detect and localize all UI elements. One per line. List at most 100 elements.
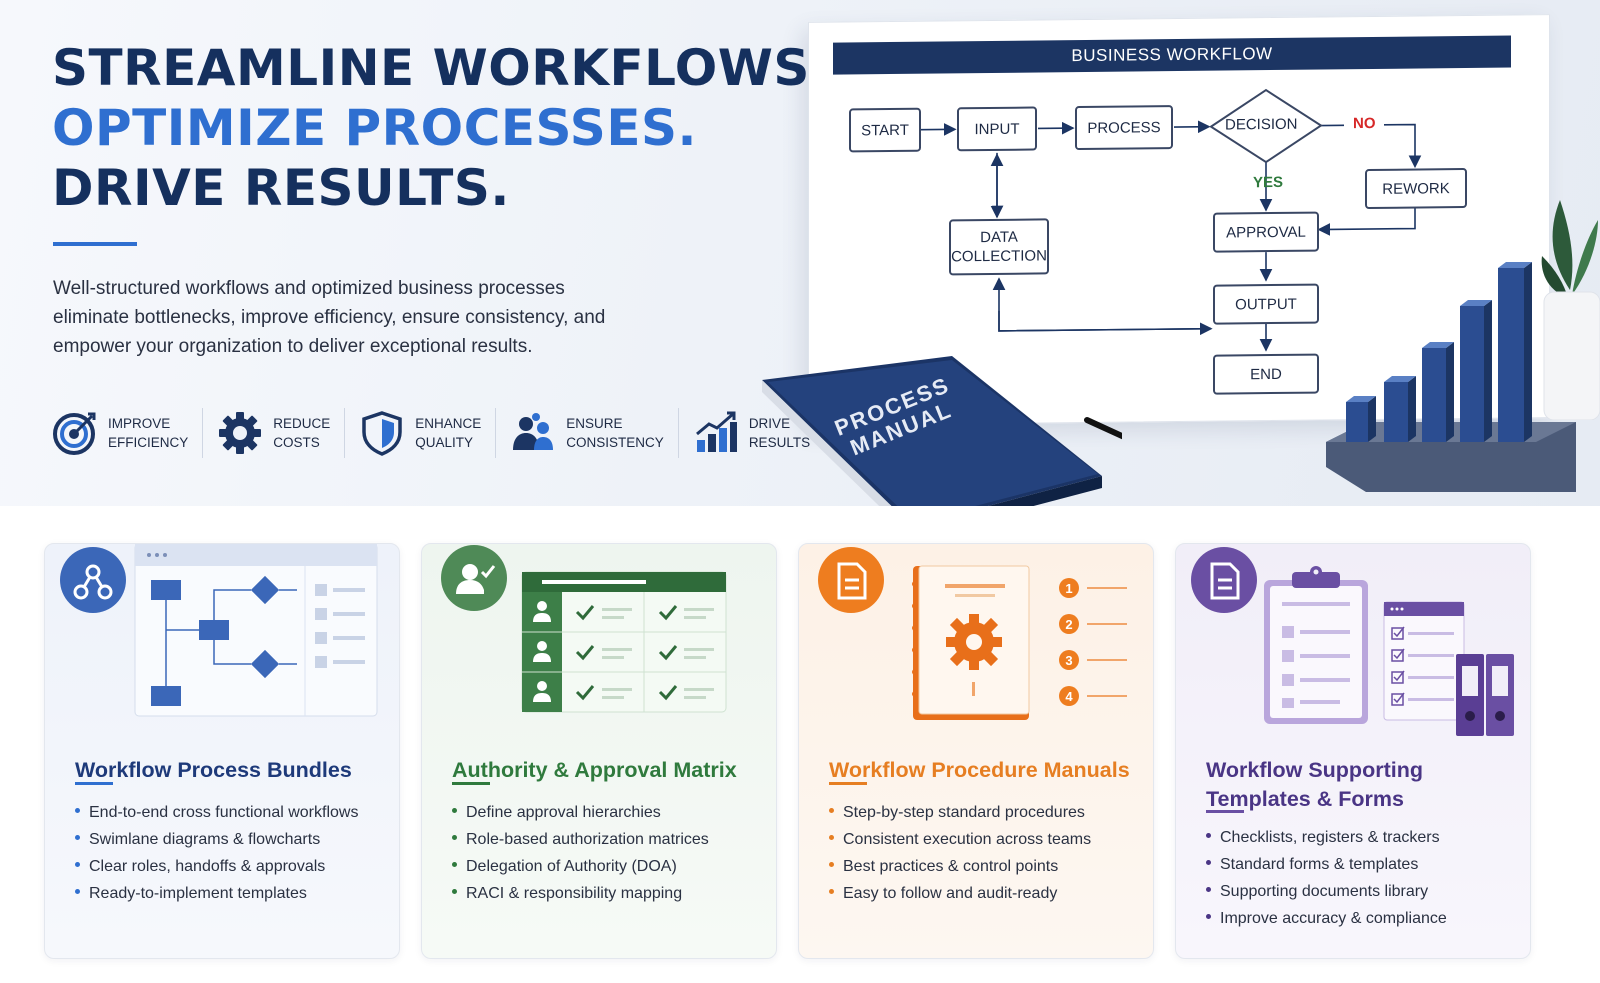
list-item: Define approval hierarchies: [452, 799, 709, 826]
no-branch-label: NO: [1353, 114, 1376, 133]
shield-icon: [362, 411, 403, 456]
list-item: Easy to follow and audit-ready: [829, 880, 1091, 907]
list-item: Swimlane diagrams & flowcharts: [75, 826, 358, 853]
flow-node-rework: REWORK: [1365, 167, 1467, 210]
step-number-2: 2: [1065, 617, 1072, 632]
list-item: End-to-end cross functional workflows: [75, 799, 358, 826]
flow-node-output: OUTPUT: [1213, 283, 1319, 325]
benefit-enhance-quality: ENHANCE QUALITY: [359, 408, 497, 458]
card-title: Workflow Supporting Templates & Forms: [1206, 756, 1516, 814]
list-item-text: RACI & responsibility mapping: [466, 885, 683, 902]
flow-node-input: INPUT: [957, 106, 1037, 152]
user-check-icon: [456, 564, 484, 594]
list-item-text: Consistent execution across teams: [843, 831, 1092, 848]
plant-decor: [1541, 200, 1600, 420]
card-title-rule: [452, 782, 490, 785]
benefit-ensure-consistency: ENSURE CONSISTENCY: [510, 408, 679, 458]
flow-node-end: END: [1213, 353, 1319, 395]
step-number-4: 4: [1065, 689, 1073, 704]
templates-forms-illustration: [1191, 547, 1514, 736]
list-item: Best practices & control points: [829, 853, 1091, 880]
card-title-rule: [1206, 810, 1244, 813]
list-item: Supporting documents library: [1206, 878, 1447, 905]
card-feature-list: End-to-end cross functional workflows Sw…: [75, 799, 358, 907]
process-manual-book: [762, 356, 1122, 506]
list-item-text: Delegation of Authority (DOA): [466, 858, 677, 875]
team-icon: [513, 413, 554, 450]
list-item-text: Ready-to-implement templates: [89, 885, 307, 902]
headline: STREAMLINE WORKFLOWS. OPTIMIZE PROCESSES…: [52, 38, 829, 218]
headline-line-1: STREAMLINE WORKFLOWS.: [52, 39, 830, 97]
list-item: Ready-to-implement templates: [75, 880, 358, 907]
list-item-text: Supporting documents library: [1220, 883, 1429, 900]
flow-node-start: START: [849, 107, 921, 153]
list-item: Improve accuracy & compliance: [1206, 905, 1447, 932]
procedure-manual-illustration: 1 2 3 4: [818, 547, 1127, 720]
headline-divider: [53, 242, 137, 246]
data-collection-line-1: DATA: [980, 228, 1018, 247]
card-feature-list: Step-by-step standard procedures Consist…: [829, 799, 1091, 907]
list-item: Clear roles, handoffs & approvals: [75, 853, 358, 880]
target-icon: [53, 412, 96, 455]
list-item-text: Clear roles, handoffs & approvals: [89, 858, 326, 875]
benefit-label: ENSURE CONSISTENCY: [566, 416, 664, 450]
offerings-cards: Workflow Process Bundles End-to-end cros…: [44, 543, 1556, 959]
workflow-whiteboard: BUSINESS WORKFLOW: [808, 14, 1550, 426]
benefit-drive-results: DRIVE RESULTS: [693, 408, 824, 458]
card-workflow-supporting-templates[interactable]: Workflow Supporting Templates & Forms Ch…: [1175, 543, 1531, 959]
list-item-text: Define approval hierarchies: [466, 804, 661, 821]
flow-node-data-collection: DATA COLLECTION: [949, 218, 1049, 276]
card-title-rule: [75, 782, 113, 785]
card-authority-approval-matrix[interactable]: Authority & Approval Matrix Define appro…: [421, 543, 777, 959]
card-title: Authority & Approval Matrix: [452, 758, 737, 782]
headline-line-2: OPTIMIZE PROCESSES.: [52, 99, 697, 157]
list-item: Standard forms & templates: [1206, 851, 1447, 878]
card-title: Workflow Procedure Manuals: [829, 758, 1130, 782]
card-title-line-2: Templates & Forms: [1206, 787, 1404, 811]
benefit-reduce-costs: REDUCE COSTS: [217, 408, 346, 458]
card-title: Workflow Process Bundles: [75, 758, 352, 782]
list-item-text: Role-based authorization matrices: [466, 831, 709, 848]
card-title-line-1: Workflow Supporting: [1206, 758, 1423, 782]
headline-line-3: DRIVE RESULTS.: [52, 159, 510, 217]
flow-node-approval: APPROVAL: [1213, 211, 1319, 253]
approval-matrix-illustration: [441, 545, 727, 713]
list-item: Delegation of Authority (DOA): [452, 853, 709, 880]
card-feature-list: Checklists, registers & trackers Standar…: [1206, 824, 1447, 932]
growth-chart-icon: [695, 411, 737, 452]
hero-section: STREAMLINE WORKFLOWS. OPTIMIZE PROCESSES…: [0, 0, 1600, 506]
list-item: Consistent execution across teams: [829, 826, 1091, 853]
list-item-text: Best practices & control points: [843, 858, 1059, 875]
bar-chart-decor: [1326, 262, 1576, 492]
step-number-3: 3: [1065, 653, 1072, 668]
form-icon: [1210, 562, 1240, 600]
benefits-row: IMPROVE EFFICIENCY REDUCE COSTS: [52, 408, 838, 458]
benefit-improve-efficiency: IMPROVE EFFICIENCY: [52, 408, 204, 458]
list-item: Checklists, registers & trackers: [1206, 824, 1447, 851]
list-item-text: End-to-end cross functional workflows: [89, 804, 359, 821]
card-title-rule: [829, 782, 867, 785]
card-workflow-procedure-manuals[interactable]: 1 2 3 4 Workflow Procedure Manuals Step-…: [798, 543, 1154, 959]
yes-branch-label: YES: [1253, 173, 1284, 192]
list-item-text: Swimlane diagrams & flowcharts: [89, 831, 321, 848]
decision-diamond: [1209, 88, 1323, 164]
hero-description: Well-structured workflows and optimized …: [53, 278, 606, 357]
workflow-connectors: [921, 88, 1422, 352]
card-feature-list: Define approval hierarchies Role-based a…: [452, 799, 709, 907]
step-numbers: 1 2 3 4: [1065, 581, 1073, 704]
list-item-text: Checklists, registers & trackers: [1220, 829, 1440, 846]
list-item-text: Easy to follow and audit-ready: [843, 885, 1058, 902]
flow-node-decision: DECISION: [1225, 115, 1298, 134]
flow-node-process: PROCESS: [1075, 105, 1173, 151]
benefit-label: ENHANCE QUALITY: [415, 416, 482, 450]
gear-icon: [219, 412, 262, 454]
list-item: Role-based authorization matrices: [452, 826, 709, 853]
list-item: Step-by-step standard procedures: [829, 799, 1091, 826]
data-collection-line-2: COLLECTION: [951, 247, 1047, 266]
benefit-label: IMPROVE EFFICIENCY: [108, 416, 189, 450]
document-icon: [837, 562, 867, 600]
benefit-label: DRIVE RESULTS: [748, 416, 811, 450]
list-item-text: Standard forms & templates: [1220, 856, 1419, 873]
list-item: RACI & responsibility mapping: [452, 880, 709, 907]
card-workflow-process-bundles[interactable]: Workflow Process Bundles End-to-end cros…: [44, 543, 400, 959]
